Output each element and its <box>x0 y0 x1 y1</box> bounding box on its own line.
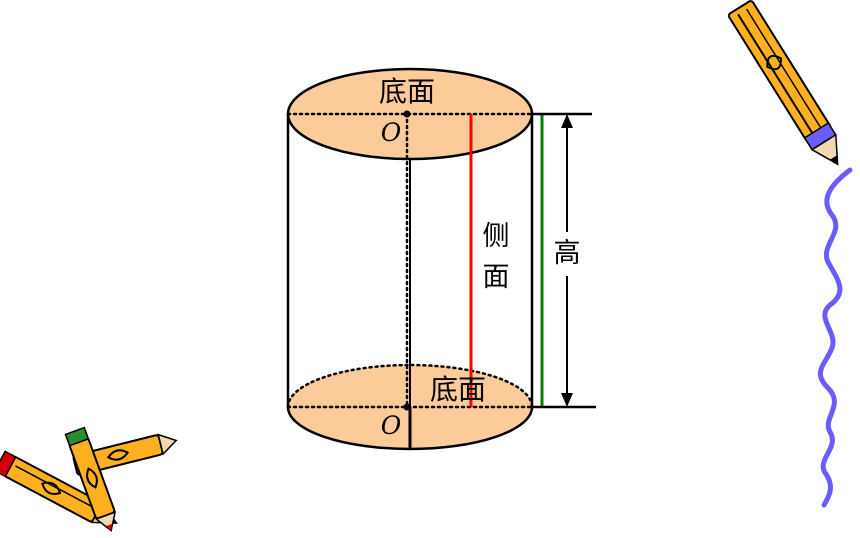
top-base-label: 底面 <box>379 75 435 108</box>
lateral-label-char-1: 侧 <box>483 221 510 252</box>
squiggle-line <box>817 167 853 508</box>
pencils-icon <box>0 426 178 532</box>
height-label: 高 <box>554 238 581 269</box>
top-center-label: O <box>381 118 402 147</box>
lateral-label-char-2: 面 <box>483 262 510 293</box>
bottom-center-point <box>403 403 411 411</box>
bottom-center-label: O <box>381 411 402 440</box>
bottom-base-back-arc <box>286 363 534 409</box>
bottom-base-label: 底面 <box>430 373 486 406</box>
height-arrowhead-top <box>561 114 573 128</box>
top-center-point <box>403 110 411 118</box>
height-arrowhead-bottom <box>561 393 573 407</box>
pencil-icon <box>727 0 839 166</box>
